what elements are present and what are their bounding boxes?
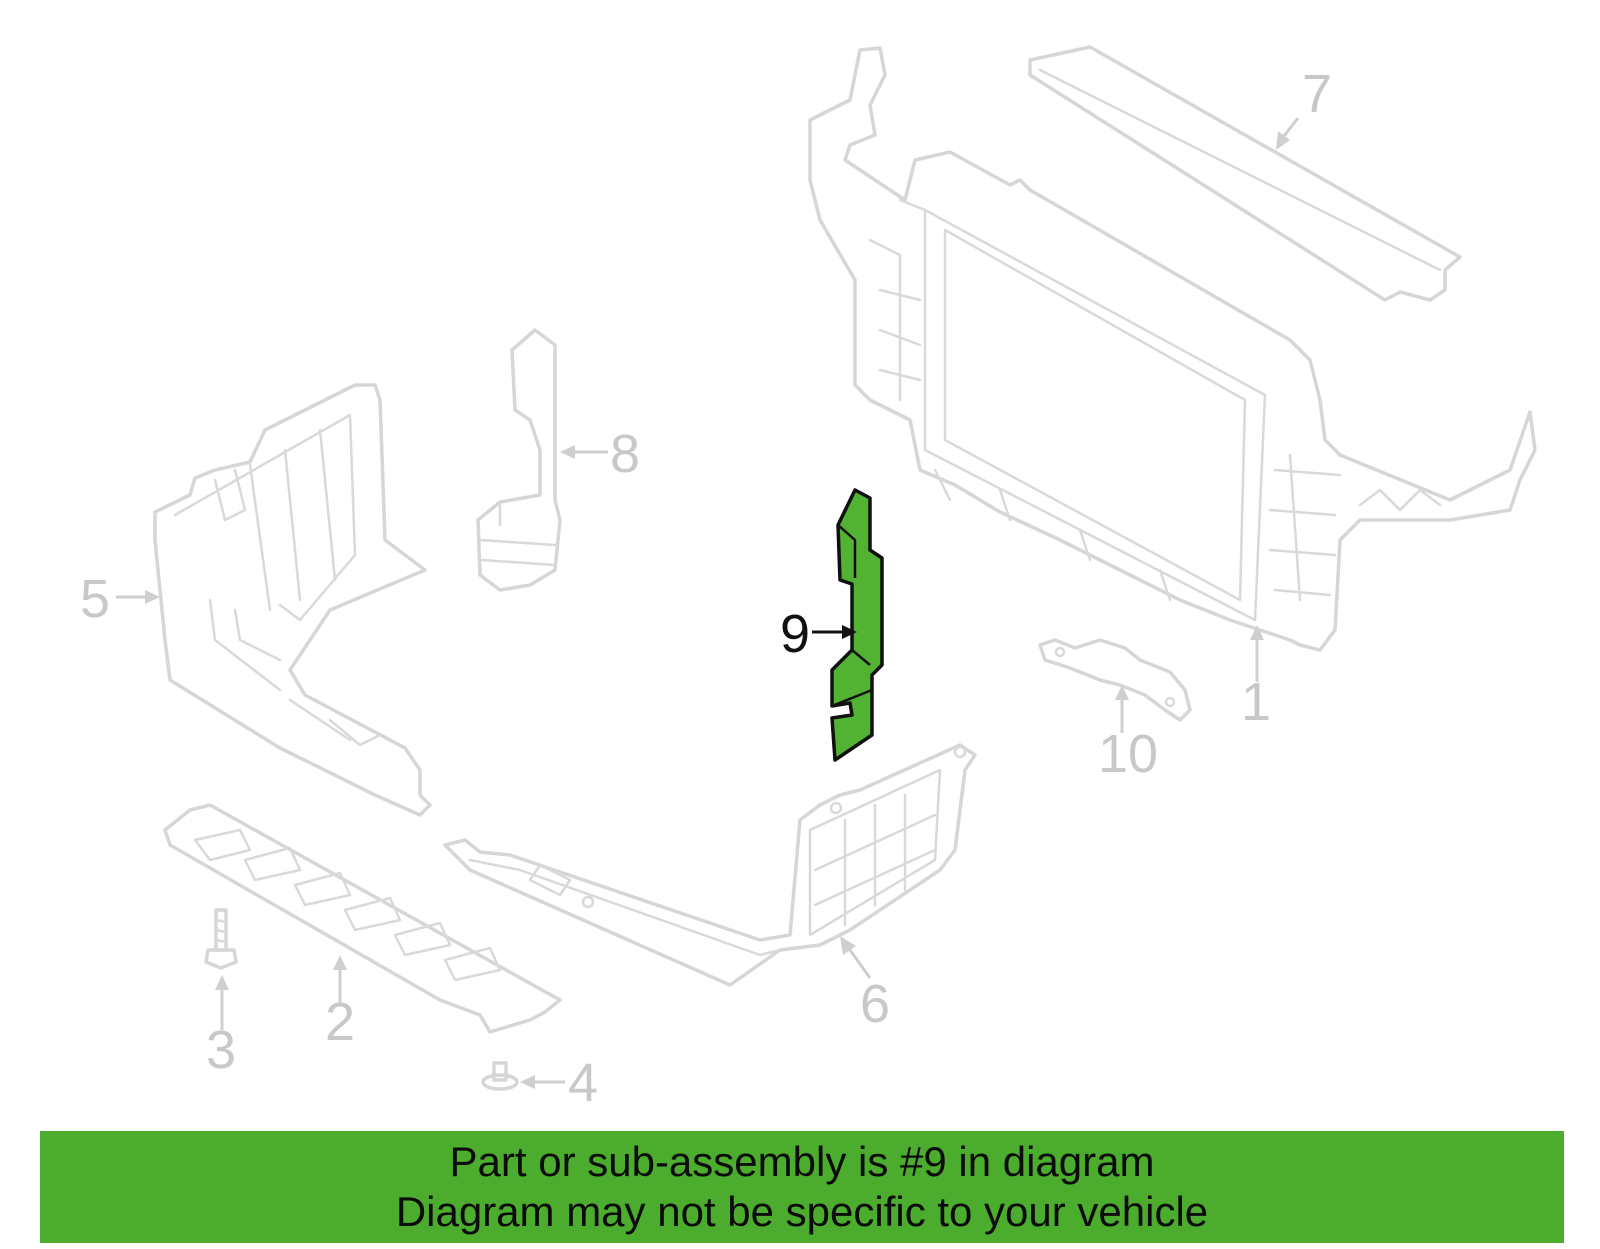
callout-7: 7 xyxy=(1276,64,1332,150)
info-banner: Part or sub-assembly is #9 in diagram Di… xyxy=(40,1131,1564,1243)
part-8-bracket xyxy=(476,328,562,592)
part-9-highlighted xyxy=(830,488,884,762)
callout-7-label: 7 xyxy=(1302,64,1332,124)
part-1-radiator-support xyxy=(808,46,1537,652)
callout-9-label: 9 xyxy=(780,604,810,664)
callout-5: 5 xyxy=(80,569,160,629)
callout-8: 8 xyxy=(560,424,640,484)
part-4-clip xyxy=(481,1061,519,1091)
callout-8-label: 8 xyxy=(610,424,640,484)
callout-4: 4 xyxy=(520,1053,598,1113)
callout-4-label: 4 xyxy=(568,1053,598,1113)
callout-2: 2 xyxy=(325,955,355,1052)
part-2-lower-shield xyxy=(163,803,562,1034)
part-7-upper-cover xyxy=(1028,45,1462,302)
callout-6: 6 xyxy=(840,936,890,1034)
part-3-bolt xyxy=(204,908,238,970)
callout-1: 1 xyxy=(1241,625,1271,732)
callout-6-label: 6 xyxy=(860,974,890,1034)
callout-3-label: 3 xyxy=(206,1020,236,1080)
callout-1-label: 1 xyxy=(1241,672,1271,732)
callout-3: 3 xyxy=(206,975,236,1080)
banner-line-2: Diagram may not be specific to your vehi… xyxy=(395,1188,1209,1235)
callout-10: 10 xyxy=(1098,685,1158,784)
callout-10-label: 10 xyxy=(1098,724,1158,784)
callout-9: 9 xyxy=(780,604,857,664)
part-5-air-guide-left xyxy=(153,383,432,817)
part-10-bracket xyxy=(1038,638,1192,722)
banner-line-1: Part or sub-assembly is #9 in diagram xyxy=(449,1138,1155,1185)
callout-2-label: 2 xyxy=(325,992,355,1052)
callout-5-label: 5 xyxy=(80,569,110,629)
part-6-lower-support xyxy=(443,743,977,987)
